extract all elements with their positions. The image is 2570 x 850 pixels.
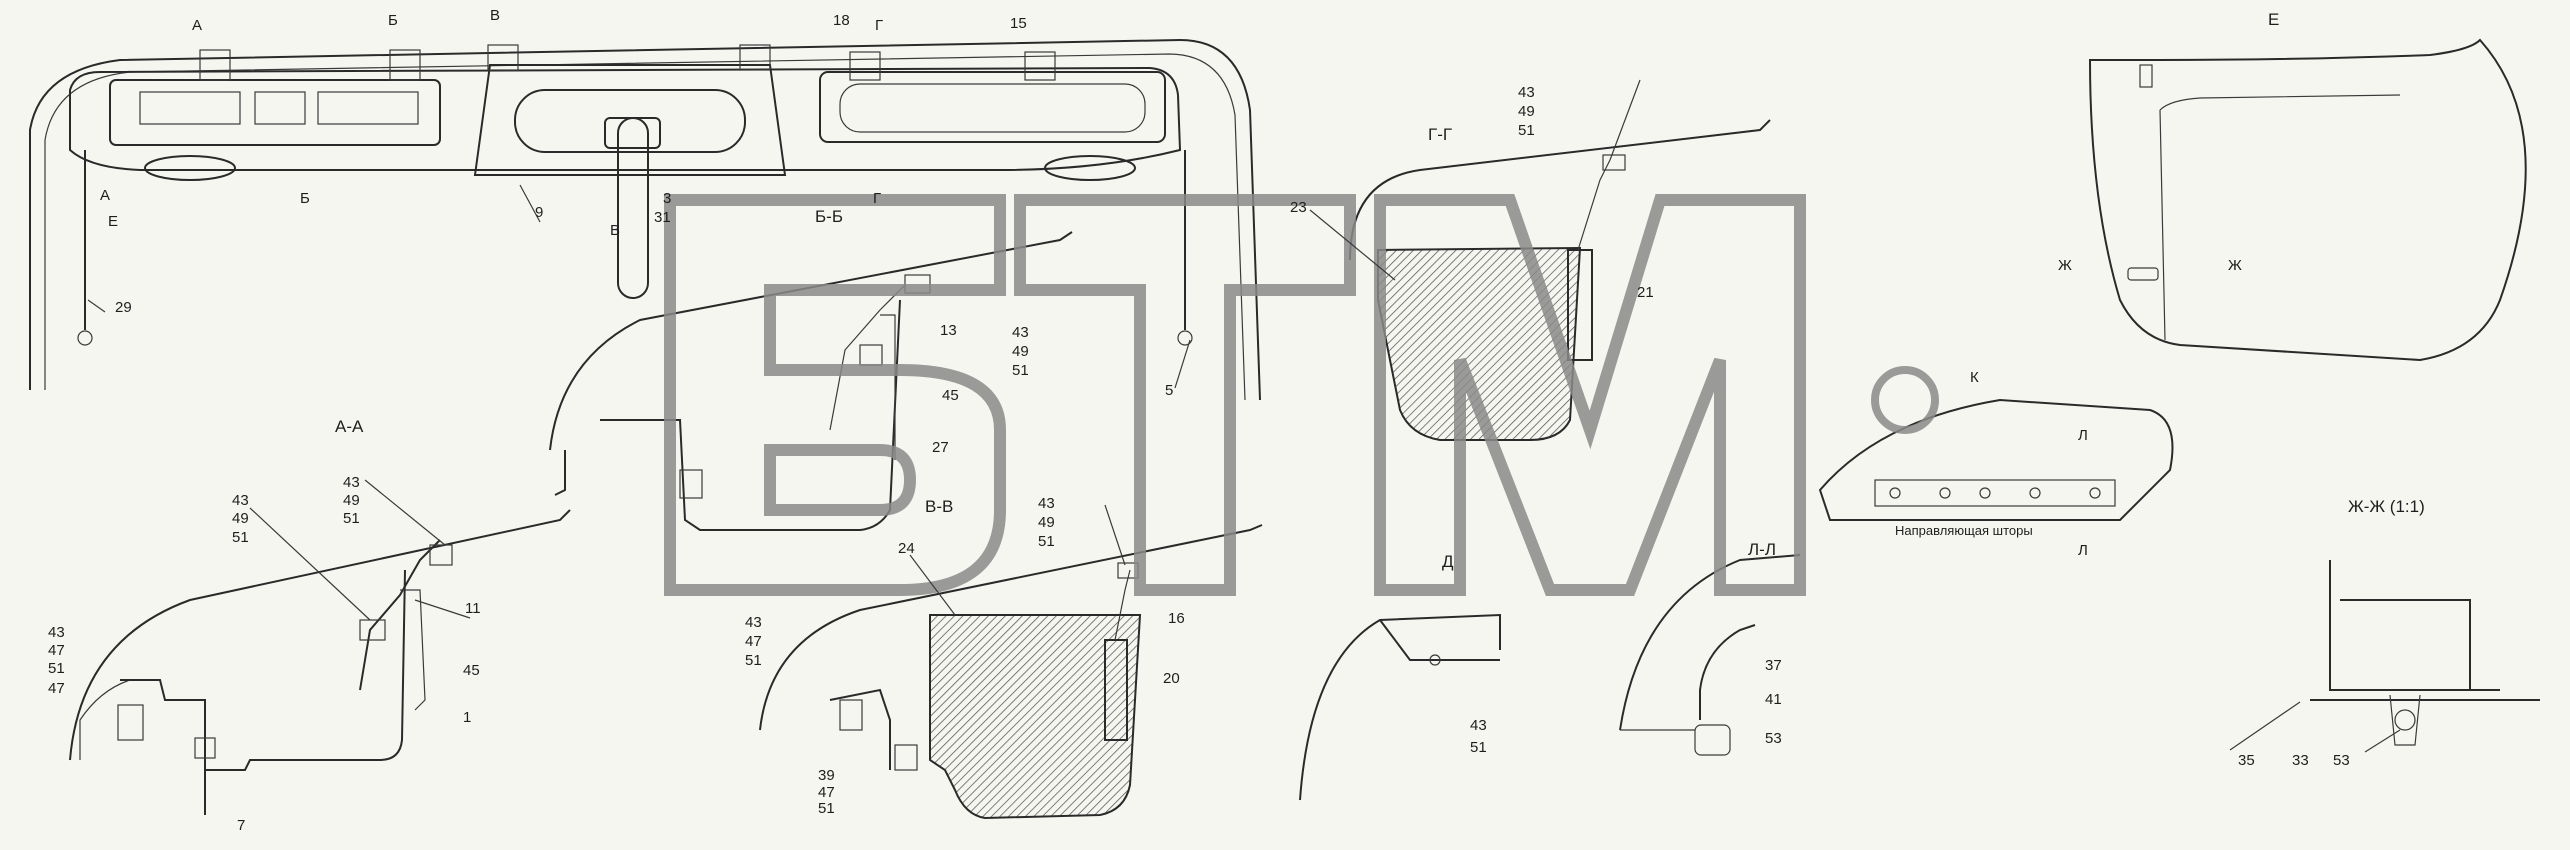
view-title-a-a: А-А	[335, 417, 364, 436]
callout-1: 1	[463, 709, 471, 726]
callout-9: 9	[535, 204, 543, 221]
cut-mark-a-bottom: А	[100, 187, 110, 204]
callout-51-gg: 51	[1518, 122, 1535, 139]
callout-51-aa-1: 51	[232, 529, 249, 546]
callout-43-aa-1: 43	[232, 492, 249, 509]
callout-18: 18	[833, 12, 850, 29]
section-b-b	[549, 231, 1073, 531]
cut-mark-g-bottom: Г	[873, 190, 881, 207]
callout-43-vv-1: 43	[1038, 495, 1055, 512]
callout-43-bb: 43	[1012, 324, 1029, 341]
callout-24: 24	[898, 540, 915, 557]
callout-23: 23	[1290, 199, 1307, 216]
cut-mark-zh-right: Ж	[2228, 257, 2242, 274]
watermark-logo	[664, 194, 1939, 596]
view-k	[1818, 398, 2174, 521]
section-a-a	[69, 509, 571, 815]
view-e	[2088, 38, 2527, 362]
section-zh-zh	[2310, 560, 2540, 746]
cut-mark-b-bottom: Б	[300, 190, 310, 207]
main-front-view	[29, 38, 1261, 401]
callout-53-ll: 53	[1765, 730, 1782, 747]
callout-15: 15	[1010, 15, 1027, 32]
cut-mark-l-top: Л	[2078, 427, 2088, 444]
view-title-v-v: В-В	[925, 497, 953, 516]
callout-37: 37	[1765, 657, 1782, 674]
callout-43-vv-2: 43	[745, 614, 762, 631]
callout-47-aa-2: 47	[48, 680, 65, 697]
callout-51-aa-3: 51	[48, 660, 65, 677]
callout-47-vv: 47	[745, 633, 762, 650]
callout-49-vv-1: 49	[1038, 514, 1055, 531]
cut-mark-e: Е	[108, 213, 118, 230]
view-title-b-b: Б-Б	[815, 207, 843, 226]
callout-43-aa-2: 43	[343, 474, 360, 491]
callout-21: 21	[1637, 284, 1654, 301]
callout-47-vv-2: 47	[818, 784, 835, 801]
section-v-v	[759, 524, 1263, 820]
callout-31: 31	[654, 209, 671, 226]
callout-5: 5	[1165, 382, 1173, 399]
view-title-k: К	[1970, 369, 1979, 386]
callout-43-aa-3: 43	[48, 624, 65, 641]
cut-mark-v-bottom: В	[610, 222, 620, 239]
callout-39: 39	[818, 767, 835, 784]
callout-49-aa-1: 49	[232, 510, 249, 527]
callout-20: 20	[1163, 670, 1180, 687]
callout-45-aa: 45	[463, 662, 480, 679]
callout-33: 33	[2292, 752, 2309, 769]
cut-mark-l-bottom: Л	[2078, 542, 2088, 559]
callout-35: 35	[2238, 752, 2255, 769]
callout-7: 7	[237, 817, 245, 834]
cut-mark-b-top: Б	[388, 12, 398, 29]
callout-45-bb: 45	[942, 387, 959, 404]
callout-16: 16	[1168, 610, 1185, 627]
callout-51-vv-1: 51	[1038, 533, 1055, 550]
callout-27: 27	[932, 439, 949, 456]
callout-43-d: 43	[1470, 717, 1487, 734]
view-title-e: Е	[2268, 10, 2279, 29]
view-title-zh-zh: Ж-Ж (1:1)	[2348, 497, 2425, 516]
leader-lines	[87, 79, 2401, 753]
callout-51-vv-3: 51	[818, 800, 835, 817]
callout-49-bb: 49	[1012, 343, 1029, 360]
view-title-d: Д	[1442, 552, 1454, 571]
callout-43-gg: 43	[1518, 84, 1535, 101]
callout-51-bb: 51	[1012, 362, 1029, 379]
callout-49-aa-2: 49	[343, 492, 360, 509]
callout-51-d: 51	[1470, 739, 1487, 756]
callout-49-gg: 49	[1518, 103, 1535, 120]
callout-51-aa-2: 51	[343, 510, 360, 527]
view-d	[1299, 613, 1501, 801]
callout-41: 41	[1765, 691, 1782, 708]
cut-mark-g-top: Г	[875, 17, 883, 34]
view-title-g-g: Г-Г	[1428, 125, 1452, 144]
view-title-l-l: Л-Л	[1748, 540, 1776, 559]
callout-13: 13	[940, 322, 957, 339]
callout-3: 3	[663, 190, 671, 207]
callout-51-vv-2: 51	[745, 652, 762, 669]
callout-29: 29	[115, 299, 132, 316]
cut-mark-zh-left: Ж	[2058, 257, 2072, 274]
cut-mark-v-top: В	[490, 7, 500, 24]
curtain-guide-note: Направляющая шторы	[1895, 523, 2033, 538]
callout-11: 11	[465, 600, 481, 617]
callout-47-aa-1: 47	[48, 642, 65, 659]
cut-mark-a-top: А	[192, 17, 202, 34]
callout-53-zh: 53	[2333, 752, 2350, 769]
